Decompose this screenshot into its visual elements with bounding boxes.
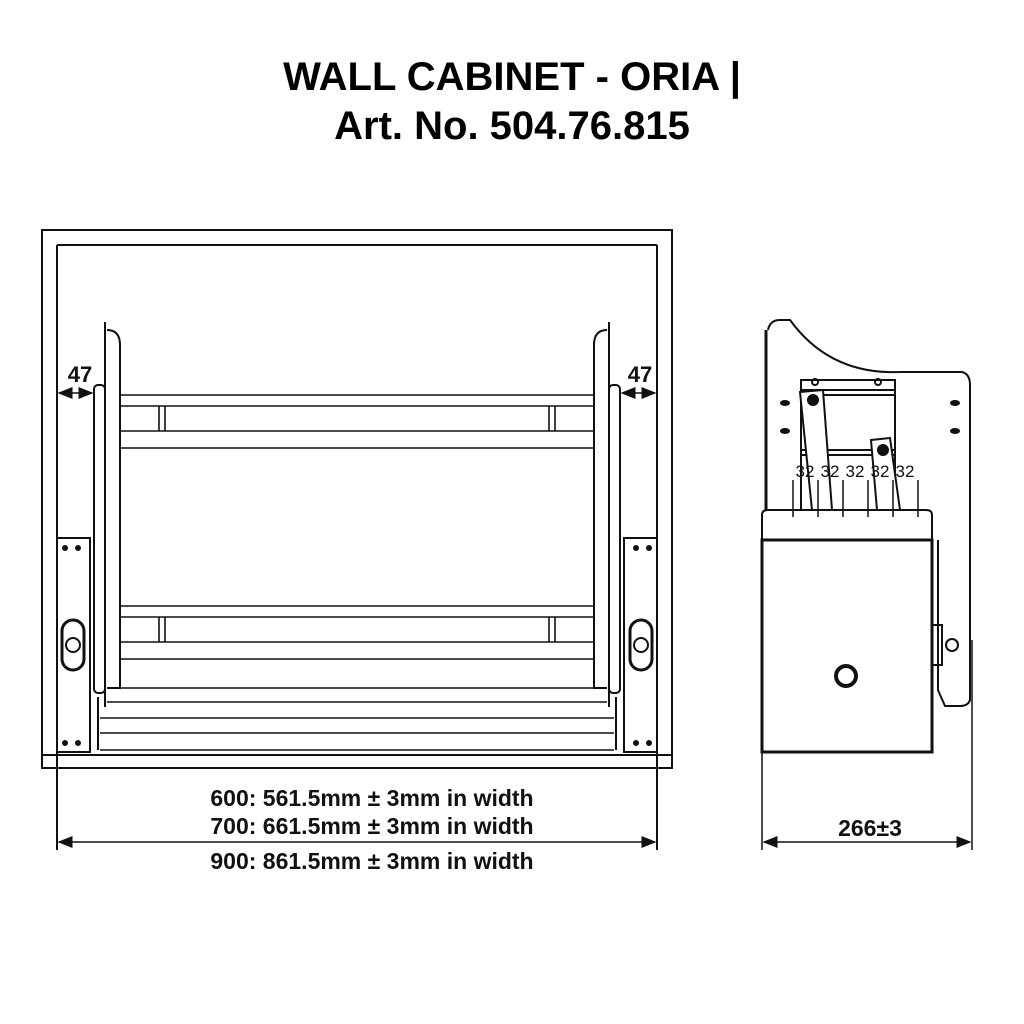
spacing-label: 32 [796, 462, 815, 481]
cabinet-outline [41, 229, 673, 769]
right-side-frame [593, 322, 621, 750]
spacing-label: 32 [821, 462, 840, 481]
width-label-900: 900: 861.5mm ± 3mm in width [210, 848, 533, 874]
title-line-2: Art. No. 504.76.815 [334, 104, 690, 148]
spacing-label: 32 [896, 462, 915, 481]
spacing-label: 32 [846, 462, 865, 481]
left-side-frame [93, 322, 121, 750]
lower-shelf [100, 605, 614, 751]
side-view [760, 319, 973, 850]
left-bracket [56, 537, 91, 753]
spacing-ticks [792, 480, 919, 517]
depth-label: 266±3 [838, 815, 902, 841]
title-line-1: WALL CABINET - ORIA | [283, 55, 741, 99]
side-box [760, 538, 934, 754]
width-label-700: 700: 661.5mm ± 3mm in width [210, 813, 533, 839]
top-plate [761, 509, 933, 540]
left-clearance-label: 47 [68, 362, 92, 387]
spacing-labels: 32 32 32 32 32 32 [796, 462, 915, 481]
right-bracket [623, 537, 658, 753]
front-view [41, 229, 673, 850]
width-label-600: 600: 561.5mm ± 3mm in width [210, 785, 533, 811]
right-clearance-label: 47 [628, 362, 652, 387]
side-bracket-outline [767, 319, 971, 707]
knob [834, 664, 858, 688]
spacing-label: 32 [871, 462, 890, 481]
upper-shelf [120, 394, 594, 449]
